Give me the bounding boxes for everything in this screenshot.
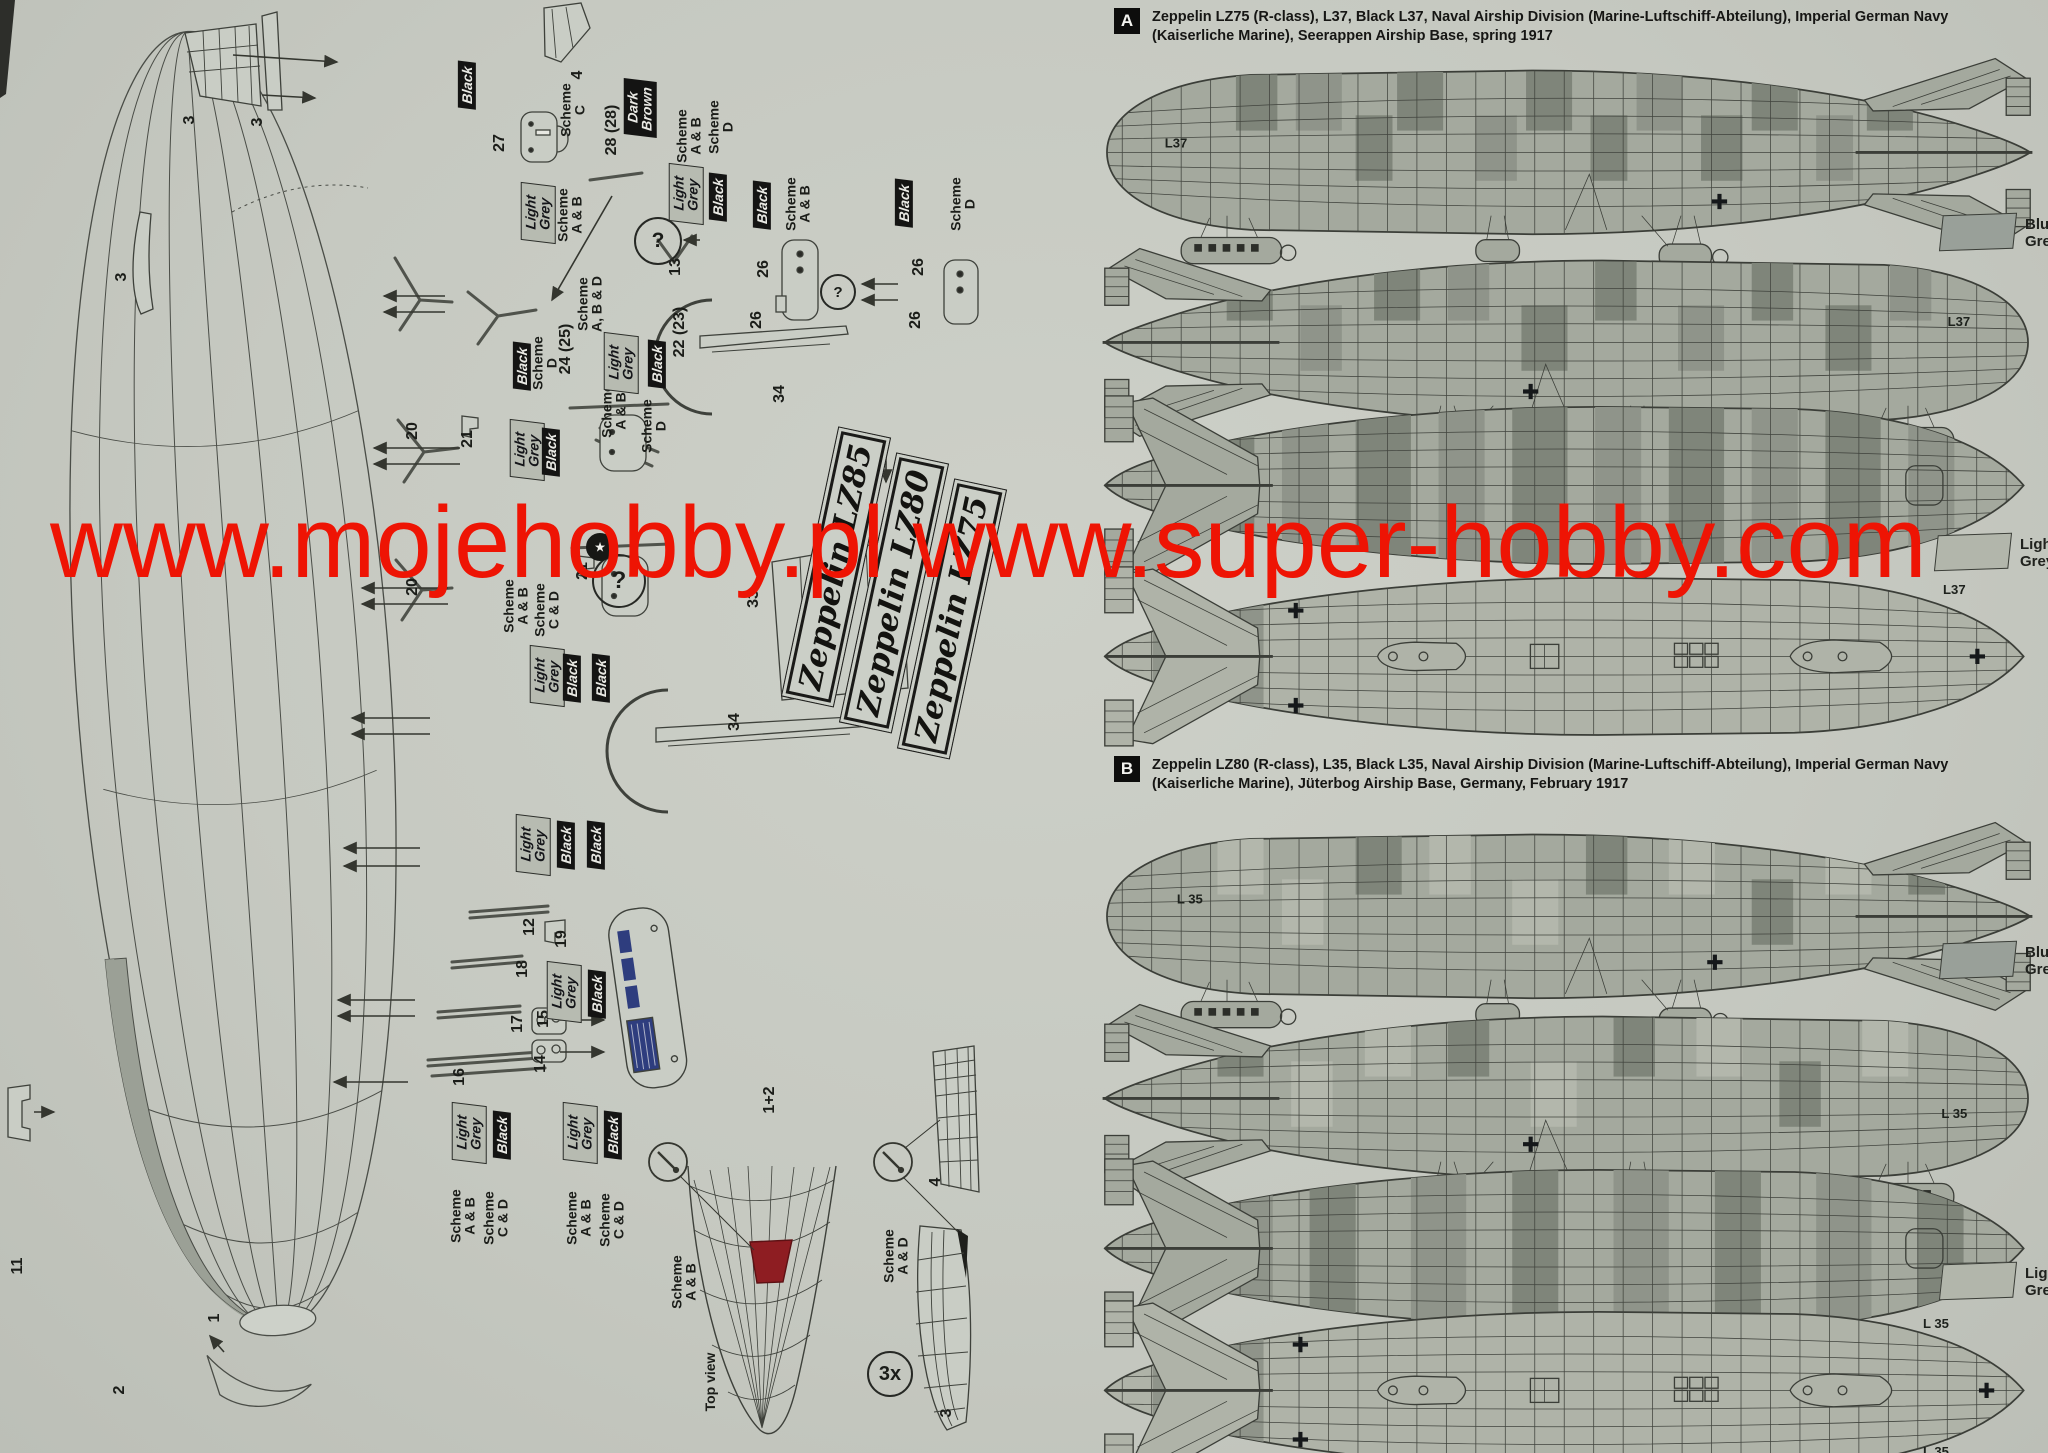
scheme-a-header: A Zeppelin LZ75 (R-class), L37, Black L37…	[1114, 8, 2044, 46]
color-swatch	[1938, 1261, 2018, 1301]
airship-marking: L 35	[1177, 891, 1203, 906]
assembly-diagram	[0, 0, 980, 1435]
assembly-arrows	[34, 54, 898, 1353]
scheme-a-tag: A	[1114, 8, 1140, 34]
scheme-b-header: B Zeppelin LZ80 (R-class), L35, Black L35…	[1114, 756, 2044, 794]
color-swatch	[1938, 212, 2018, 252]
hull-shell-part2	[104, 957, 271, 1326]
airship-marking: L37	[1948, 314, 1971, 329]
color-swatch-label: Bluish Grey	[2025, 944, 2048, 979]
color-swatch-label: Bluish Grey	[2025, 216, 2048, 251]
color-swatch	[1933, 532, 2013, 572]
scan-edge-artifact	[0, 0, 15, 98]
zeppelin-profile-b2: L 35	[1102, 1003, 2029, 1215]
zeppelin-profile-b1: L 35	[1106, 821, 2033, 1033]
nose-cap-part1	[239, 1304, 317, 1337]
control-gondola	[608, 907, 688, 1089]
airship-marking: L37	[1165, 135, 1188, 150]
airship-marking: L 35	[1941, 1106, 1967, 1121]
airship-marking: L37	[1943, 582, 1966, 597]
nose-top-view-grid	[687, 1165, 837, 1435]
magnifier-icon	[648, 1119, 959, 1251]
color-swatch	[1938, 940, 2018, 980]
scheme-a-title: Zeppelin LZ75 (R-class), L37, Black L37,…	[1152, 9, 1949, 44]
color-swatch-label: Light Grey	[2025, 1265, 2048, 1300]
airship-marking: L 35	[1923, 1316, 1949, 1331]
zeppelin-profile-a2: L37	[1102, 247, 2029, 459]
watermark-text: www.mojehobby.pl www.super-hobby.com	[50, 487, 1927, 599]
scheme-b-title: Zeppelin LZ80 (R-class), L35, Black L35,…	[1152, 757, 1949, 792]
zeppelin-profile-a1: L37	[1106, 57, 2033, 269]
bottom-fin-parts	[915, 1045, 980, 1431]
gun-platform-part27	[520, 111, 569, 163]
color-swatch-label: Light Grey	[2020, 536, 2048, 571]
red-nose-patch	[749, 1239, 793, 1284]
zeppelin-profile-b4: L 35 L 35	[1103, 1300, 2025, 1453]
scheme-b-tag: B	[1114, 756, 1140, 782]
tail-fin-parts	[132, 2, 591, 315]
airship-marking: L 35	[1923, 1444, 1949, 1453]
bracket-parts	[7, 239, 979, 1142]
zeppelin-profile-b3	[1103, 1158, 2025, 1339]
zeppelin-hull-outline	[69, 30, 397, 1407]
